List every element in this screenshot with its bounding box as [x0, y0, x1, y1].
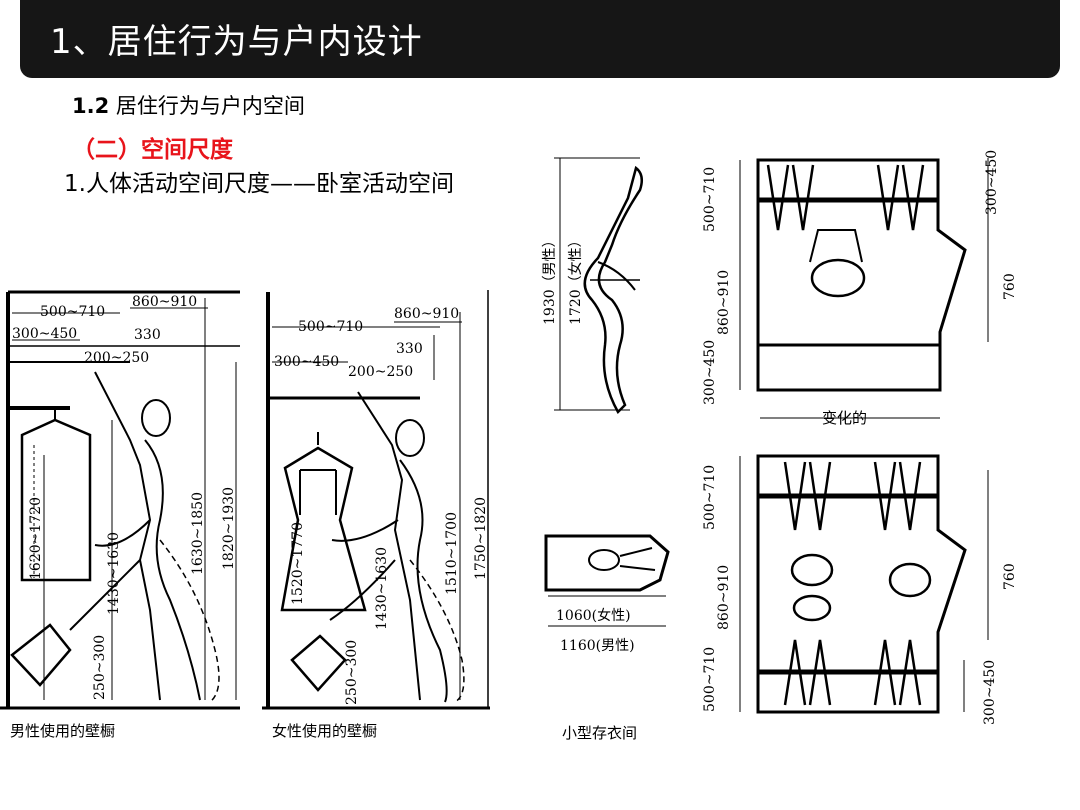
topic-heading: 1.人体活动空间尺度——卧室活动空间: [64, 171, 454, 197]
closet-dim-female: 1060(女性): [556, 607, 631, 624]
plan-top-dim-5: 760: [1002, 273, 1018, 300]
plan-bottom-dim-1: 500~710: [702, 465, 718, 530]
male-wardrobe-caption: 男性使用的壁橱: [10, 722, 115, 740]
male-dim-8: 1630~1850: [190, 492, 206, 575]
female-dim-6: 1520~1770: [290, 522, 306, 605]
subsection-heading: （二）空间尺度: [72, 137, 233, 163]
male-dim-6: 1620~1720: [28, 497, 44, 580]
female-dim-1: 500~710: [298, 319, 363, 335]
female-dim-5: 200~250: [348, 364, 413, 380]
section-number: 1.2: [72, 94, 110, 118]
small-closet-caption: 小型存衣间: [562, 724, 637, 742]
male-dim-9: 1820~1930: [221, 487, 237, 570]
slide-title: 1、居住行为与户内设计: [50, 22, 423, 62]
male-dim-1: 500~710: [40, 304, 105, 320]
plan-top-label: 变化的: [822, 409, 867, 427]
section-title: 居住行为与户内空间: [115, 94, 305, 118]
male-dim-7: 1430~1630: [106, 532, 122, 615]
female-dim-10: 250~300: [344, 640, 360, 705]
plan-top-dim-2: 860~910: [716, 270, 732, 335]
female-wardrobe-drawing: [262, 290, 490, 710]
small-closet-drawing: [544, 534, 670, 627]
plan-top-dim-1: 500~710: [702, 167, 718, 232]
section-heading: 1.2 居住行为与户内空间: [72, 90, 305, 120]
female-dim-9: 1750~1820: [473, 497, 489, 580]
female-dim-8: 1510~1700: [444, 512, 460, 595]
side-dim-male: 1930（男性）: [542, 233, 558, 325]
plan-top-dim-3: 300~450: [702, 340, 718, 405]
plan-bottom-dim-5: 760: [1002, 563, 1018, 590]
plan-bottom-drawing: [739, 454, 989, 714]
plan-bottom-dim-2: 860~910: [716, 565, 732, 630]
female-dim-2: 860~910: [394, 306, 459, 322]
male-dim-5: 200~250: [84, 350, 149, 366]
male-dim-3: 300~450: [12, 326, 77, 342]
male-dim-2: 860~910: [132, 294, 197, 310]
male-dim-10: 250~300: [92, 635, 108, 700]
header-bar: 1、居住行为与户内设计: [20, 0, 1060, 78]
plan-top-drawing: [739, 158, 989, 419]
figure-side-drawing: [554, 157, 644, 415]
plan-bottom-dim-3: 500~710: [702, 647, 718, 712]
male-dim-4: 330: [134, 327, 161, 343]
female-dim-7: 1430~1630: [374, 547, 390, 630]
side-dim-female: 1720（女性）: [567, 233, 584, 325]
female-dim-4: 330: [396, 341, 423, 357]
closet-dim-male: 1160(男性): [560, 638, 635, 654]
female-dim-3: 300~450: [274, 354, 339, 370]
male-wardrobe-drawing: [0, 290, 240, 710]
female-wardrobe-caption: 女性使用的壁橱: [272, 722, 377, 740]
plan-top-dim-4: 300~450: [984, 150, 1000, 215]
plan-bottom-dim-4: 300~450: [982, 660, 998, 725]
